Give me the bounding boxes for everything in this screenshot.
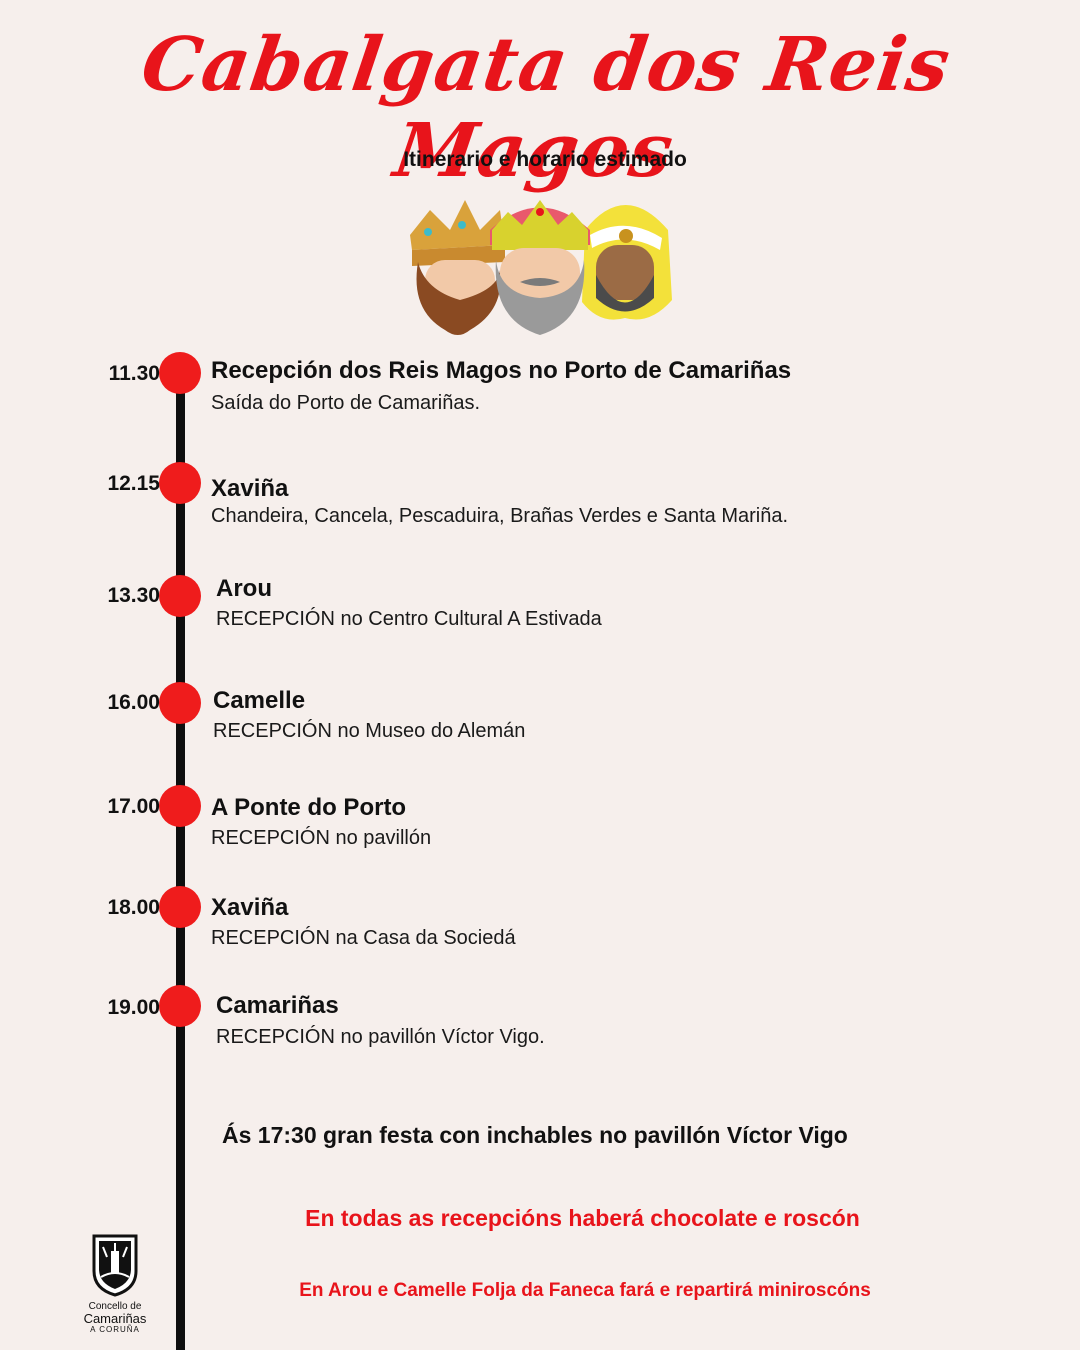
stop-time: 18.00 [107,896,160,919]
timeline-dot [159,985,201,1027]
logo-line1: Concello de [88,1301,142,1312]
timeline-stop: 18.00 Xaviña RECEPCIÓN na Casa da Socied… [0,886,1080,956]
stop-description: RECEPCIÓN no Centro Cultural A Estivada [216,608,602,630]
timeline-dot [159,462,201,504]
stop-place: Xaviña [211,894,289,921]
stop-time: 13.30 [107,584,160,607]
stop-place: Camariñas [216,992,339,1019]
miniroscons-note: En Arou e Camelle Folja da Faneca fará e… [299,1280,871,1301]
concello-logo: Concello de Camariñas A CORUÑA [80,1233,150,1335]
logo-line3: A CORUÑA [90,1325,140,1334]
three-kings-icon [410,200,672,335]
stop-description: RECEPCIÓN na Casa da Sociedá [211,927,516,949]
timeline-line [176,372,185,1350]
page-subtitle: Itinerario e horario estimado [403,148,687,171]
timeline-stop: 19.00 Camariñas RECEPCIÓN no pavillón Ví… [0,985,1080,1055]
stop-description: Saída do Porto de Camariñas. [211,392,481,414]
timeline-stop: 12.15 Xaviña Chandeira, Cancela, Pescadu… [0,462,1080,532]
timeline-dot [159,575,201,617]
stop-description: RECEPCIÓN no pavillón [211,827,432,849]
stop-time: 17.00 [107,795,160,818]
stop-description: RECEPCIÓN no pavillón Víctor Vigo. [216,1026,545,1048]
timeline-stop: 13.30 Arou RECEPCIÓN no Centro Cultural … [0,575,1080,645]
timeline-dot [159,785,201,827]
timeline-stop: 17.00 A Ponte do Porto RECEPCIÓN no pavi… [0,785,1080,855]
stop-time: 16.00 [107,691,160,714]
stop-place: A Ponte do Porto [211,794,407,821]
camarinas-crest-icon [92,1234,138,1297]
logo-line2: Camariñas [83,1311,147,1326]
stop-place: Camelle [213,687,306,714]
timeline-stop: 16.00 Camelle RECEPCIÓN no Museo do Alem… [0,682,1080,752]
timeline-dot [159,682,201,724]
stop-place: Arou [216,575,272,602]
stop-description: Chandeira, Cancela, Pescaduira, Brañas V… [211,505,789,527]
stop-time: 12.15 [107,472,160,495]
timeline-dot [159,352,201,394]
stop-description: RECEPCIÓN no Museo do Alemán [213,720,526,742]
stop-place: Recepción dos Reis Magos no Porto de Cam… [211,357,792,384]
stop-time: 11.30 [108,362,160,385]
chocolate-note: En todas as recepcións haberá chocolate … [305,1205,860,1231]
stop-place: Xaviña [211,475,289,502]
timeline-dot [159,886,201,928]
stop-time: 19.00 [107,996,160,1019]
timeline-stop: 11.30 Recepción dos Reis Magos no Porto … [0,352,1080,422]
party-note: Ás 17:30 gran festa con inchables no pav… [222,1122,848,1148]
